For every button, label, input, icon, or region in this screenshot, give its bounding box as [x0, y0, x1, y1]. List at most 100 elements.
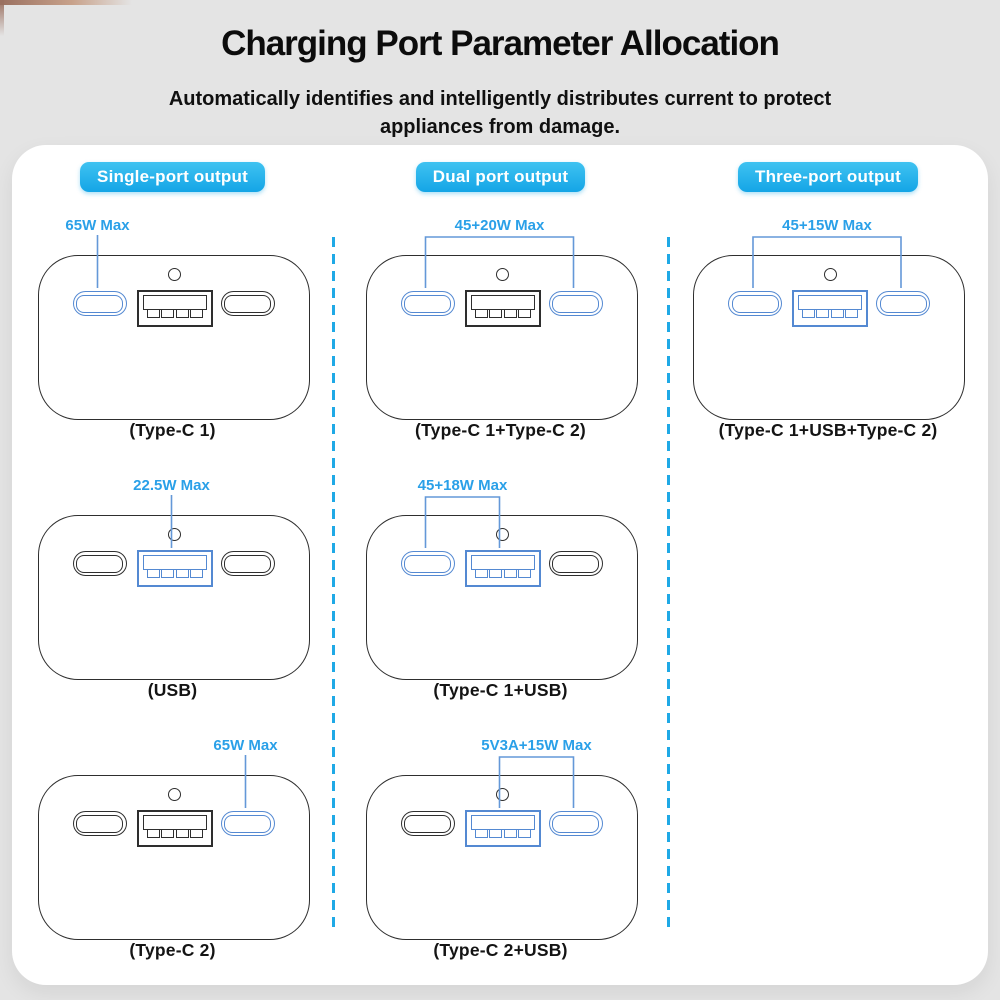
usb-pin [474, 568, 488, 578]
usb-pin [503, 828, 517, 838]
usb-pin [503, 308, 517, 318]
output-mode-badge: Three-port output [738, 162, 918, 192]
usb-a-port-highlighted [464, 810, 541, 847]
type-c-port-2-highlighted [548, 811, 603, 836]
type-c-port-2-highlighted [220, 811, 275, 836]
usb-pin [831, 308, 844, 318]
usb-pin [189, 828, 203, 838]
type-c-inner-slot [224, 814, 271, 833]
usb-tongue [470, 555, 535, 570]
powerbank-device [365, 775, 638, 940]
type-c-port-1 [72, 551, 127, 576]
usb-a-port [136, 810, 213, 847]
type-c-port-2 [220, 551, 275, 576]
photo-edge-artifact-top [0, 0, 132, 5]
usb-pin [488, 308, 502, 318]
type-c-inner-slot [879, 294, 927, 313]
type-c-inner-slot [224, 554, 271, 573]
usb-pin [845, 308, 858, 318]
device-caption: (USB) [147, 680, 198, 700]
led-indicator [168, 528, 181, 541]
usb-tongue [470, 295, 535, 310]
device-diagram: 45+18W Max (Type-C 1+USB) [333, 475, 668, 725]
usb-pin [189, 568, 203, 578]
type-c-port-1-highlighted [728, 291, 782, 316]
device-diagram: 5V3A+15W Max (Type-C 2+USB) [333, 735, 668, 985]
powerbank-device [37, 775, 310, 940]
type-c-port-2-highlighted [548, 291, 603, 316]
output-mode-badge: Dual port output [415, 162, 586, 192]
led-indicator [496, 788, 509, 801]
powerbank-device [693, 255, 965, 420]
type-c-port-2 [220, 291, 275, 316]
column-dual-port: Dual port output 45+20W Max (Type-C 1+Type… [333, 145, 668, 985]
type-c-inner-slot [76, 554, 123, 573]
usb-pin [517, 828, 531, 838]
type-c-inner-slot [552, 554, 599, 573]
wattage-label: 45+15W Max [782, 217, 872, 234]
usb-tongue [142, 555, 207, 570]
type-c-inner-slot [552, 294, 599, 313]
wattage-label: 45+20W Max [454, 217, 545, 234]
device-caption: (Type-C 2) [129, 940, 216, 960]
page-subtitle: Automatically identifies and intelligent… [110, 85, 890, 142]
subtitle-line-1: Automatically identifies and intelligent… [168, 88, 832, 110]
usb-pin [160, 308, 174, 318]
page-title: Charging Port Parameter Allocation [221, 24, 780, 63]
usb-pin [175, 828, 189, 838]
type-c-inner-slot [224, 294, 271, 313]
type-c-port-1-highlighted [400, 291, 455, 316]
usb-pin [146, 828, 160, 838]
device-diagram: 65W Max (Type-C 2) [12, 735, 333, 985]
wattage-label: 5V3A+15W Max [481, 737, 592, 754]
column-divider-1 [332, 237, 335, 930]
usb-pin [146, 568, 160, 578]
type-c-inner-slot [404, 554, 451, 573]
device-diagram: 22.5W Max (USB) [12, 475, 333, 725]
type-c-port-1-highlighted [400, 551, 455, 576]
usb-tongue [142, 815, 207, 830]
type-c-inner-slot [404, 294, 451, 313]
column-divider-2 [667, 237, 670, 930]
type-c-port-1 [72, 811, 127, 836]
led-indicator [496, 528, 509, 541]
powerbank-device [37, 255, 310, 420]
usb-pin [175, 308, 189, 318]
usb-pin [488, 828, 502, 838]
wattage-label: 65W Max [213, 737, 278, 754]
usb-tongue [142, 295, 207, 310]
usb-a-port [464, 290, 541, 327]
usb-pin [802, 308, 815, 318]
usb-pin [474, 828, 488, 838]
type-c-inner-slot [76, 294, 123, 313]
usb-a-port-highlighted [792, 290, 868, 327]
device-caption: (Type-C 1+Type-C 2) [415, 420, 586, 440]
powerbank-device [37, 515, 310, 680]
type-c-inner-slot [731, 294, 779, 313]
usb-pin [503, 568, 517, 578]
subtitle-line-2: appliances from damage. [379, 116, 621, 139]
led-indicator [823, 268, 837, 281]
usb-pin [146, 308, 160, 318]
device-diagram: 45+20W Max (Type-C 1+Type-C 2) [333, 215, 668, 465]
type-c-port-1 [400, 811, 455, 836]
usb-a-port [136, 290, 213, 327]
usb-pin [189, 308, 203, 318]
type-c-port-2 [548, 551, 603, 576]
type-c-port-1-highlighted [72, 291, 127, 316]
led-indicator [168, 268, 181, 281]
device-caption: (Type-C 2+USB) [433, 940, 568, 960]
device-caption: (Type-C 1+USB) [433, 680, 568, 700]
usb-pin [474, 308, 488, 318]
led-indicator [168, 788, 181, 801]
wattage-label: 65W Max [65, 217, 130, 234]
wattage-label: 45+18W Max [417, 477, 508, 494]
usb-pin [517, 568, 531, 578]
usb-a-port-highlighted [136, 550, 213, 587]
wattage-label: 22.5W Max [133, 477, 210, 494]
usb-pin [160, 568, 174, 578]
type-c-inner-slot [404, 814, 451, 833]
